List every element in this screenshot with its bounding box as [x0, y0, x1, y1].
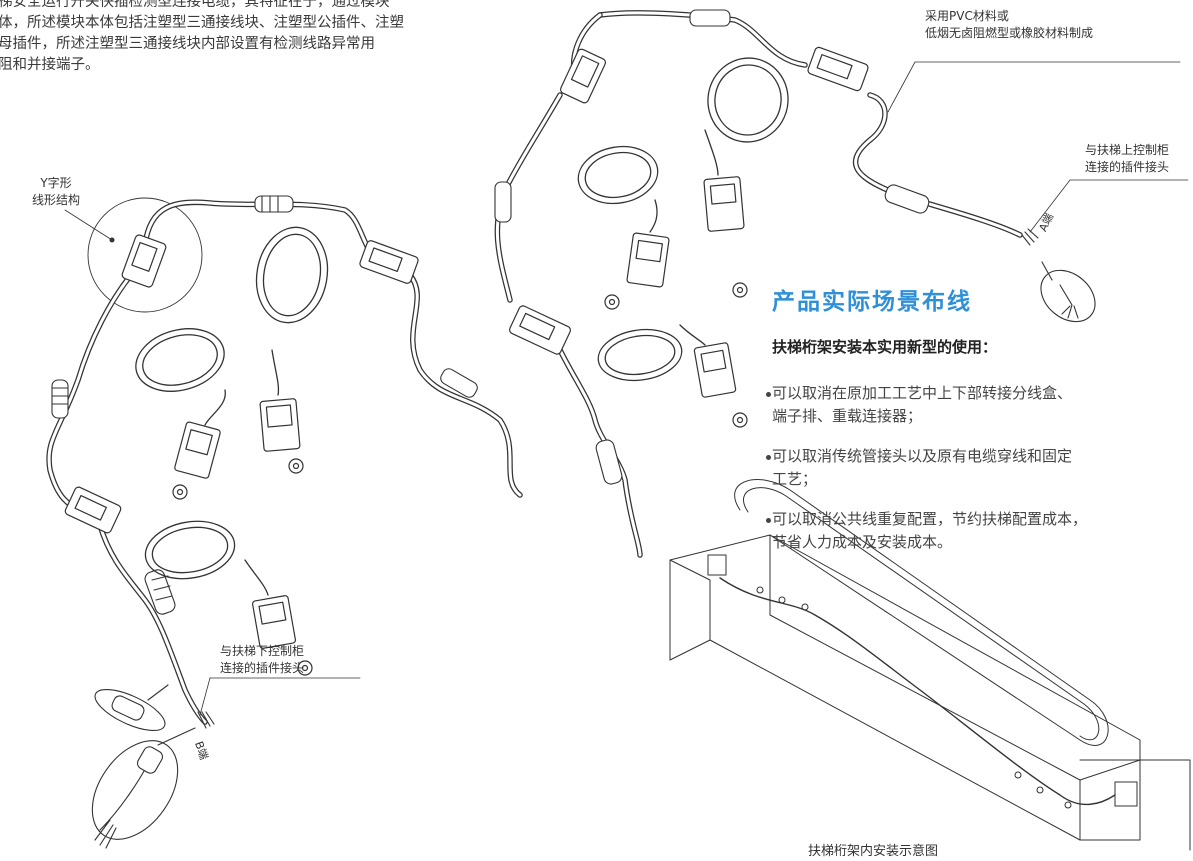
connector-plug-icon	[254, 195, 294, 213]
lower-connector-label: 与扶梯下控制柜 连接的插件接头	[220, 643, 304, 677]
upper-connector-leader	[1029, 179, 1071, 233]
benefit-line: 可以取消在原加工工艺中上下部转接分线盒、	[772, 384, 1073, 402]
material-label-line1: 采用PVC材料或	[925, 9, 1009, 23]
y-structure-highlight-circle	[87, 197, 203, 313]
limit-switch-icon	[259, 349, 304, 474]
intro-line: 阻和并接端子。	[0, 57, 100, 73]
limit-switch-icon	[244, 559, 313, 676]
limit-switch-icon	[679, 324, 748, 428]
upper-connector-label: 与扶梯上控制柜 连接的插件接头	[1085, 142, 1169, 176]
bullet-icon	[766, 518, 771, 523]
callout-leader	[64, 209, 113, 241]
upper-connector-label-line2: 连接的插件接头	[1085, 160, 1170, 174]
benefit-item: 可以取消在原加工工艺中上下部转接分线盒、 端子排、重载连接器；	[772, 382, 1192, 428]
y-junction-block-icon	[559, 48, 607, 104]
diagram-caption: 扶梯桁架内安装示意图	[808, 844, 939, 859]
y-junction-block-icon	[359, 240, 419, 284]
connector-plug-icon	[494, 181, 512, 223]
wire-end-icon	[91, 711, 215, 849]
connector-detail-oval	[94, 684, 169, 732]
limit-switch-icon	[172, 389, 226, 500]
intro-line: 母插件，所述注塑型三通接线块内部设置有检测线路异常用	[0, 36, 375, 52]
y-structure-label: Y字形 线形结构	[16, 175, 96, 209]
material-label: 采用PVC材料或 低烟无卤阻燃型或橡胶材料制成	[925, 8, 1093, 42]
connector-plug-icon	[689, 9, 731, 27]
intro-line: 体，所述模块本体包括注塑型三通接线块、注塑型公插件、注塑	[0, 15, 404, 31]
wire-end-icon	[1021, 228, 1096, 323]
benefit-line: 节省人力成本及安装成本。	[772, 533, 953, 551]
limit-switch-icon	[703, 129, 748, 298]
cable-coil-icon	[597, 328, 683, 382]
cable-coil-icon	[144, 520, 236, 580]
benefit-line: 端子排、重载连接器；	[772, 407, 923, 425]
y-junction-block-icon	[807, 46, 869, 92]
benefit-line: 工艺；	[772, 470, 818, 488]
y-junction-block-icon	[508, 305, 572, 355]
benefit-line: 可以取消传统管接头以及原有电缆穿线和固定	[772, 447, 1073, 465]
benefit-line: 可以取消公共线重复配置，节约扶梯配置成本，	[772, 510, 1088, 528]
benefit-item: 可以取消公共线重复配置，节约扶梯配置成本， 节省人力成本及安装成本。	[772, 508, 1192, 554]
lower-connector-label-line2: 连接的插件接头	[220, 661, 305, 675]
material-leader	[887, 61, 916, 113]
bullet-icon	[766, 392, 771, 397]
y-structure-label-line2: 线形结构	[31, 193, 80, 207]
escalator-truss-icon	[669, 479, 1191, 851]
connector-plug-icon	[440, 368, 478, 398]
connector-plug-icon	[51, 379, 69, 419]
connector-plug-icon	[884, 184, 930, 214]
cable-coil-icon	[135, 328, 225, 392]
left-cable-assembly	[46, 195, 523, 849]
y-junction-block-icon	[64, 486, 122, 534]
connector-plug-icon	[595, 439, 623, 485]
intro-paragraph: 梯安全运行开关快插检测型连接电缆，其特征在于，通过模块 体，所述模块本体包括注塑…	[0, 0, 558, 76]
limit-switch-icon	[604, 199, 670, 310]
cable-coil-icon	[577, 145, 659, 205]
section-title: 产品实际场景布线	[772, 289, 972, 315]
benefit-item: 可以取消传统管接头以及原有电缆穿线和固定 工艺；	[772, 445, 1192, 491]
upper-connector-label-line1: 与扶梯上控制柜	[1085, 143, 1170, 157]
lower-connector-leader	[199, 677, 211, 716]
lower-connector-label-line1: 与扶梯下控制柜	[220, 644, 305, 658]
right-cable-assembly	[494, 9, 1189, 558]
cable-coil-icon	[707, 57, 789, 143]
section-subtitle: 扶梯桁架安装本实用新型的使用：	[772, 338, 998, 356]
material-label-line2: 低烟无卤阻燃型或橡胶材料制成	[925, 26, 1094, 40]
bullet-icon	[766, 455, 771, 460]
cable-coil-icon	[255, 226, 329, 324]
intro-line: 梯安全运行开关快插检测型连接电缆，其特征在于，通过模块	[0, 0, 390, 10]
connector-plug-icon	[144, 569, 176, 615]
y-structure-label-line1: Y字形	[40, 176, 72, 190]
y-junction-block-icon	[121, 234, 167, 288]
